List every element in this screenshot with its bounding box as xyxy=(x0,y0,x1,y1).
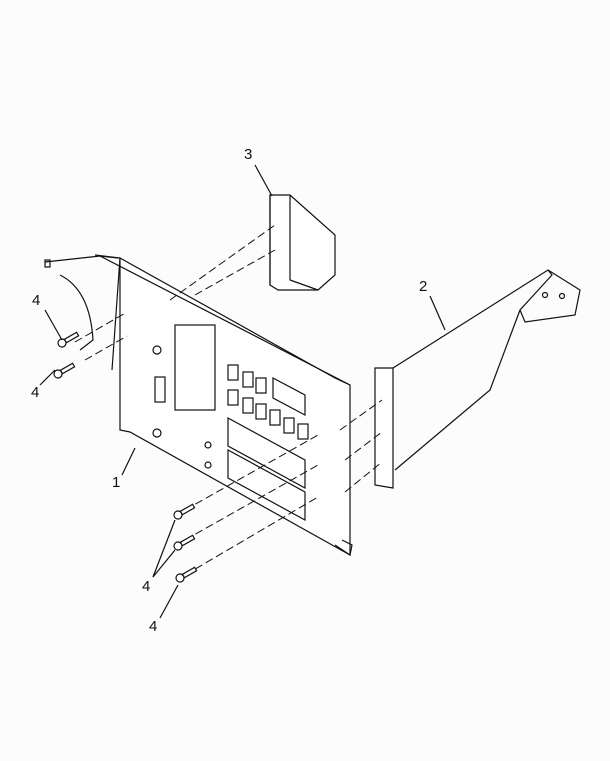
callout-3: 3 xyxy=(244,146,253,163)
callout-4: 4 xyxy=(31,384,40,401)
part-1-panel xyxy=(44,254,353,557)
callout-4: 4 xyxy=(149,618,158,635)
callout-2: 2 xyxy=(419,278,428,295)
assembly-lines xyxy=(74,224,383,576)
part-2-mounting-bracket xyxy=(374,269,581,489)
switch-cutouts xyxy=(227,364,309,522)
callout-1: 1 xyxy=(112,474,121,491)
part-4-screws xyxy=(53,331,198,583)
leader-lines xyxy=(39,164,446,619)
callout-4: 4 xyxy=(142,578,151,595)
part-3-spacer-block xyxy=(269,194,336,291)
callout-4: 4 xyxy=(32,292,41,309)
